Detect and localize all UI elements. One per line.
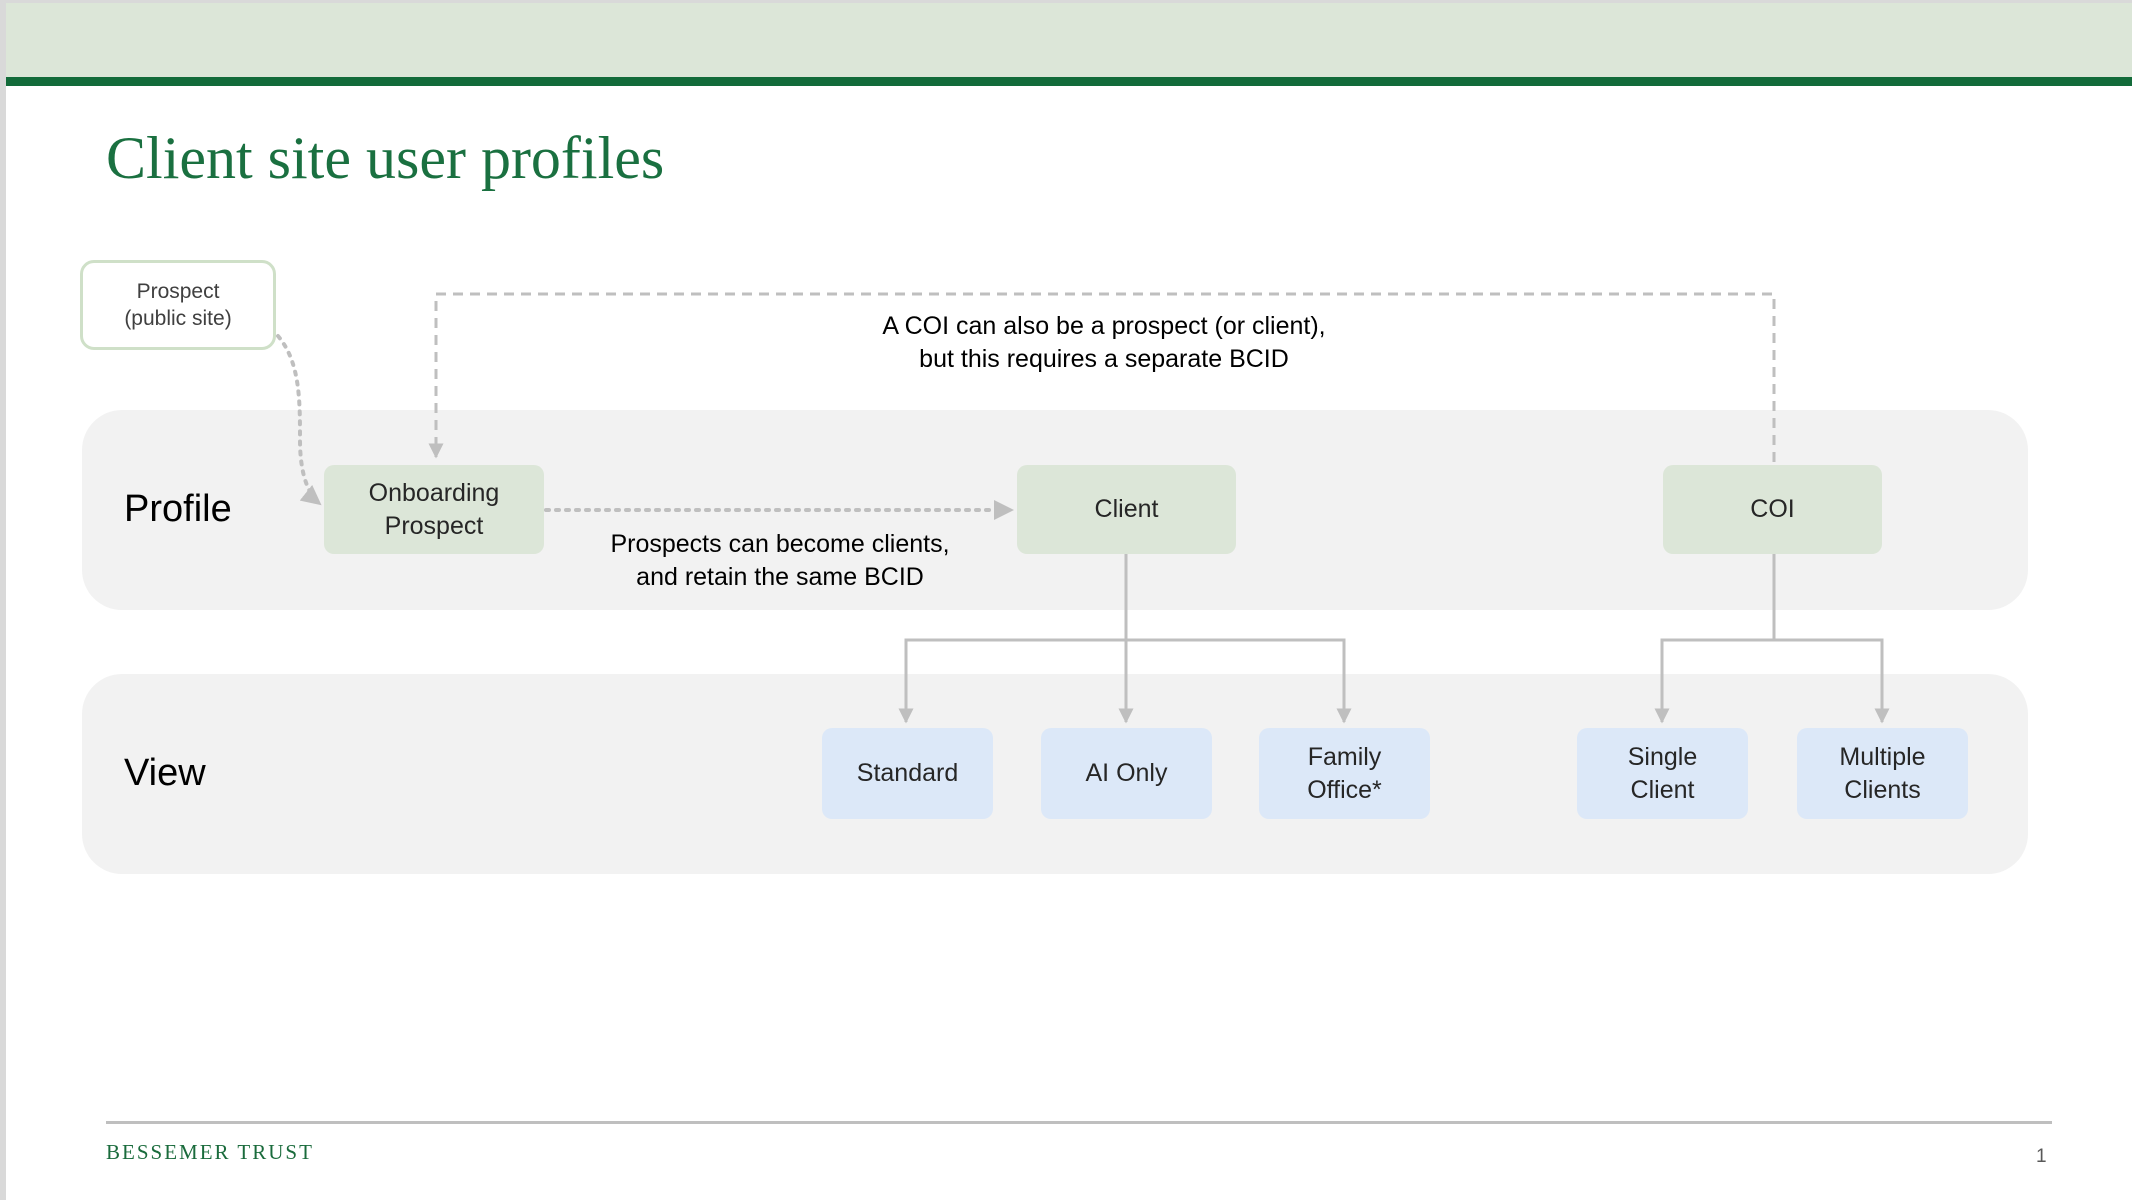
coi-node: COI — [1663, 465, 1882, 554]
multiple-clients-view-node: Multiple Clients — [1797, 728, 1968, 819]
header-rule — [6, 77, 2132, 86]
profile-lane-label: Profile — [124, 488, 232, 530]
coi-to-onboarding-connector — [428, 292, 1776, 462]
coi-separate-bcid-note: A COI can also be a prospect (or client)… — [882, 312, 1326, 373]
client-node: Client — [1017, 465, 1236, 554]
header-band — [6, 3, 2132, 77]
client-branch-connector — [904, 638, 1346, 722]
onboarding-prospect-node: Onboarding Prospect — [324, 465, 544, 554]
footer-brand-logo: BESSEMER TRUST — [106, 1140, 314, 1164]
footer-rule — [106, 1121, 2052, 1124]
family-office-view-node: Family Office* — [1259, 728, 1430, 819]
ai-only-view-node: AI Only — [1041, 728, 1212, 819]
slide-title: Client site user profiles — [106, 125, 665, 191]
coi-branch-connector — [1660, 638, 1884, 722]
page-number: 1 — [2036, 1146, 2047, 1167]
prospect-public-site-node: Prospect (public site) — [80, 260, 276, 350]
single-client-view-node: Single Client — [1577, 728, 1748, 819]
prospect-to-onboarding-connector — [276, 334, 322, 506]
standard-view-node: Standard — [822, 728, 993, 819]
prospect-retain-bcid-note: Prospects can become clients, and retain… — [610, 530, 950, 591]
view-lane-label: View — [124, 752, 206, 794]
